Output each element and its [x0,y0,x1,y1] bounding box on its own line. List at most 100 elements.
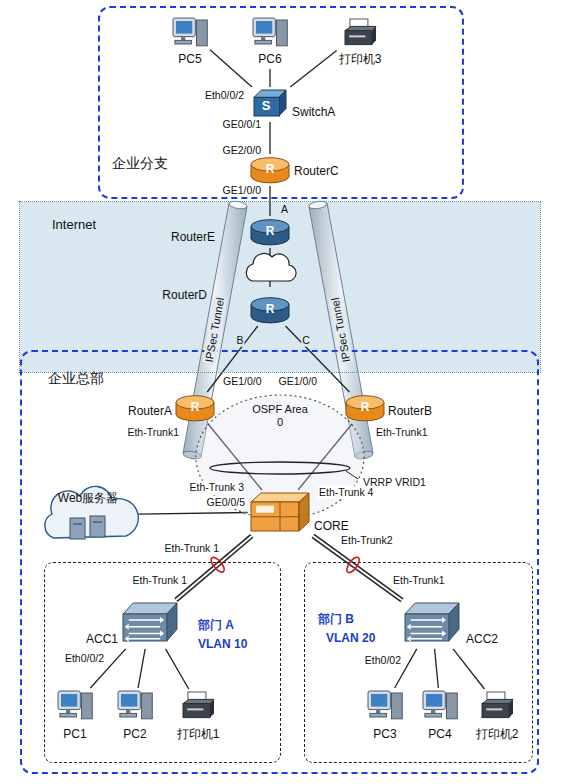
node-label: 打印机3 [339,53,382,67]
routerO-device: RRouterB [345,394,385,422]
internet-band-fill [20,202,540,372]
printer-slot [486,708,502,710]
icon-letter: R [191,401,200,415]
node-label: PC5 [178,53,201,67]
port-label: B [235,334,244,347]
link-path [269,69,270,87]
web-device: Web服务器 [40,488,136,542]
printer-body [183,704,210,718]
device-icon [180,691,216,719]
icon-letter: R [266,303,275,317]
node-label: PC3 [373,728,396,742]
pc-stand [181,36,185,41]
icon-letter: R [266,163,275,177]
web-cloud [45,486,138,538]
pc-device: PC2 [117,690,153,720]
pc-device: PC1 [57,690,93,720]
port-label: Eth-Trunk1 [392,574,446,587]
pc-base [370,713,387,717]
pc-monitor [423,691,445,710]
internet-band: InternetRRouterERRouterD [20,202,540,372]
pc-tower [446,693,457,719]
acc-arrow [411,619,442,621]
port-label: Eth-Trunk 1 [164,542,220,555]
printer-device: 打印机3 [342,18,378,46]
server-slot [93,522,102,523]
routerB-device: RRouterE [250,218,290,246]
pc-stand [431,709,435,714]
acc-arrow [129,626,160,628]
acc-arrow-head [407,624,411,630]
pc-screen [61,694,77,707]
device-icon [252,17,288,47]
acc-arrow-head [160,617,164,623]
server-icon [70,518,85,539]
pc-device: PC4 [422,690,458,720]
printer-device: 打印机1 [180,691,216,719]
node-label: RouterE [171,231,215,245]
pc-monitor [368,691,390,710]
link-path [435,649,439,688]
node-label: PC6 [258,53,281,67]
link-line [270,69,271,87]
pc-screen [121,694,137,707]
link-path [138,649,145,688]
pc-tower [141,693,152,719]
acc-side [449,603,459,641]
link-path [269,186,270,216]
department-region: 部门 BVLAN 20ACC2PC3PC4打印机2 [305,563,532,762]
acc-arrow [411,633,442,635]
node-label: PC1 [63,728,86,742]
pc-stand [66,709,70,714]
device-icon [342,18,378,46]
printer-device: 打印机2 [479,691,515,719]
acc-arrow-head [442,631,446,637]
leader-line [346,471,358,479]
pc-screen [176,21,192,34]
port-label: GE1/0/0 [221,184,262,197]
port-label: GE0/0/1 [221,118,262,131]
routerO-device: RRouterA [175,394,215,422]
printer-top [482,699,513,703]
printer-side [372,26,376,44]
node-label: PC4 [428,728,451,742]
port-label: GE2/0/0 [221,144,262,157]
acc-front [405,614,449,641]
node-label: 打印机1 [177,728,220,742]
acc-arrow-head [442,617,446,623]
pc-monitor [58,691,80,710]
link-line [270,186,271,216]
routerB-device: RRouterD [250,296,290,324]
node-label: RouterB [388,405,432,419]
device-icon [404,602,460,642]
link-path [453,649,484,689]
pc-stand [126,709,130,714]
link-line [166,649,189,689]
node-label: SwitchA [292,106,335,120]
acc-arrow [129,633,160,635]
node-label: ACC2 [466,633,498,647]
acc-arrow [411,626,442,628]
acc-arrow-head [407,636,411,642]
printer-body [345,31,372,45]
port-label: Eth0/02 [364,654,402,667]
node-label: 部门 B [318,613,354,627]
link-line [210,50,252,87]
acc-front [123,614,167,641]
icon-letter: R [266,225,275,239]
link-path [269,122,270,154]
trunk-ring [209,555,227,574]
link-line [453,649,484,689]
acc-device: ACC1 [122,602,178,642]
port-label: Eth-Trunk 1 [132,574,188,587]
ospf-area-ellipse [196,395,364,519]
core-panel [256,506,274,513]
core-front [251,502,299,531]
printer-top [345,26,376,30]
node-label: Internet [52,218,96,233]
port-label: GE1/0/0 [222,375,263,388]
